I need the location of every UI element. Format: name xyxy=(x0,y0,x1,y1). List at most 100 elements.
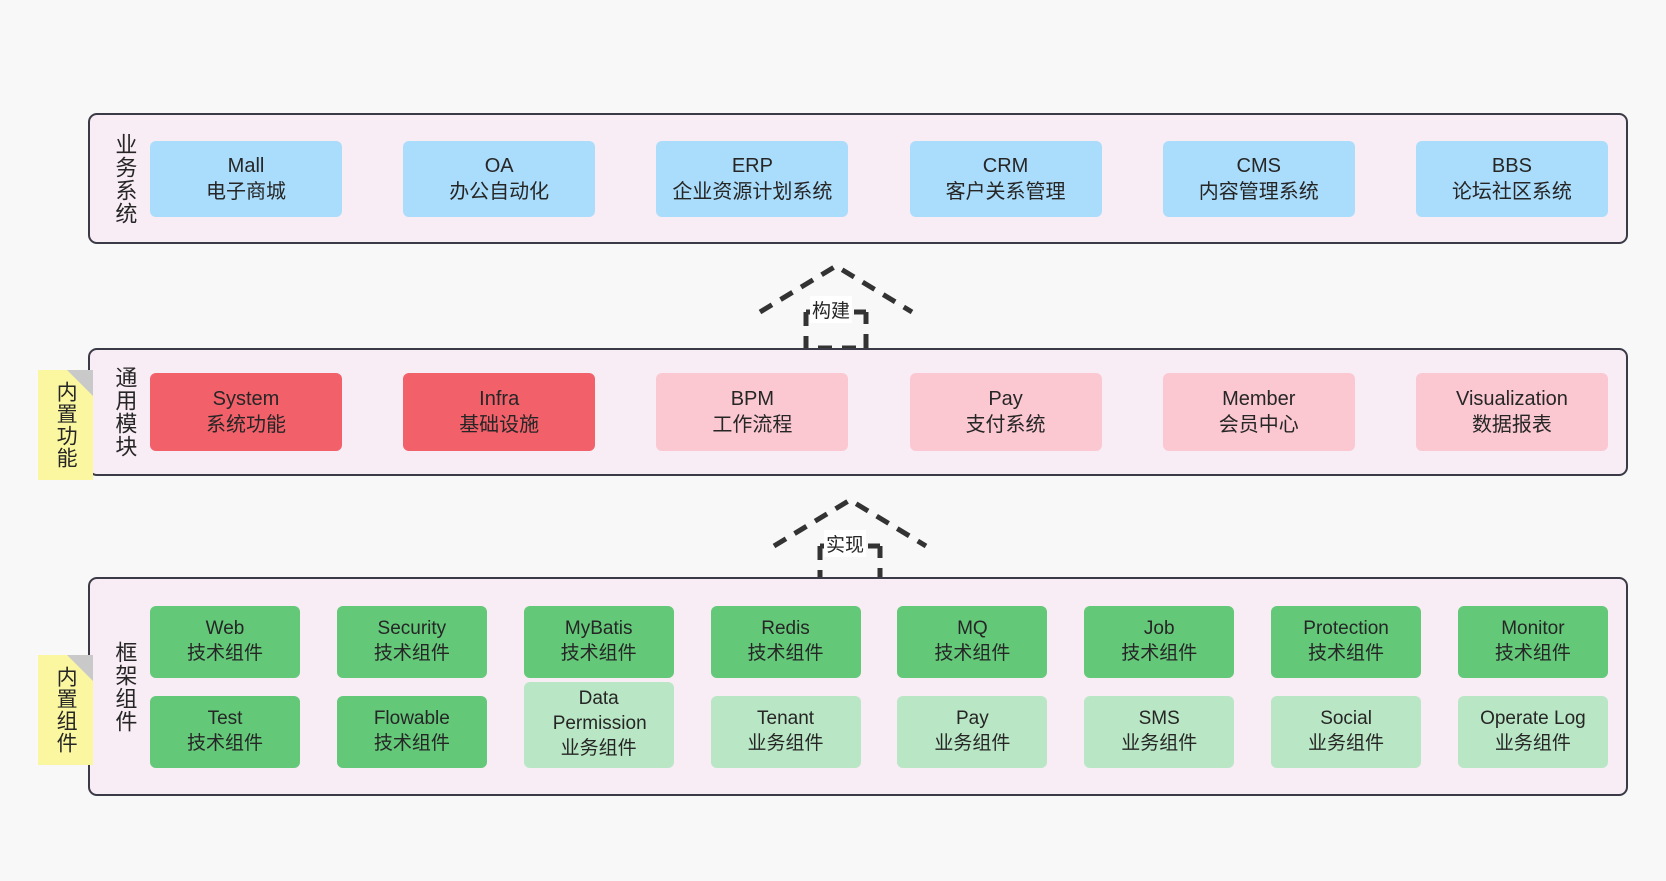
card-tenant[interactable]: Tenant 业务组件 xyxy=(710,695,861,768)
card-title: Pay xyxy=(988,388,1023,410)
card-title: MyBatis xyxy=(564,617,633,639)
card-protection[interactable]: Protection 技术组件 xyxy=(1271,605,1422,678)
card-subtitle: 基础设施 xyxy=(459,414,540,436)
card-mybatis[interactable]: MyBatis 技术组件 xyxy=(523,605,674,678)
card-subtitle: 业务组件 xyxy=(1494,732,1571,754)
card-data-permission[interactable]: Data Permission 业务组件 xyxy=(523,681,674,768)
card-subtitle: 电子商城 xyxy=(206,180,286,203)
card-social[interactable]: Social 业务组件 xyxy=(1271,695,1422,768)
card-title: CRM xyxy=(982,154,1029,177)
card-erp[interactable]: ERP 企业资源计划系统 xyxy=(656,140,849,217)
card-title: Data Permission xyxy=(552,688,647,735)
card-subtitle: 客户关系管理 xyxy=(945,180,1066,203)
card-title: OA xyxy=(484,154,514,177)
card-subtitle: 业务组件 xyxy=(747,732,824,754)
card-title: Mall xyxy=(227,154,265,177)
card-subtitle: 系统功能 xyxy=(206,414,286,436)
sticky-note-builtin-function: 内置功能 xyxy=(38,370,93,480)
card-title: Web xyxy=(205,617,245,639)
connector-build-label: 构建 xyxy=(810,296,853,323)
card-subtitle: 技术组件 xyxy=(186,642,263,664)
connector-build: 构建 xyxy=(748,258,924,354)
card-title: ERP xyxy=(731,154,773,177)
card-monitor[interactable]: Monitor 技术组件 xyxy=(1457,605,1608,678)
card-test[interactable]: Test 技术组件 xyxy=(150,695,300,768)
card-mall[interactable]: Mall 电子商城 xyxy=(150,140,342,217)
card-visualization[interactable]: Visualization 数据报表 xyxy=(1415,373,1608,451)
card-infra[interactable]: Infra 基础设施 xyxy=(403,373,596,451)
card-subtitle: 工作流程 xyxy=(712,414,793,436)
card-pay-module[interactable]: Pay 支付系统 xyxy=(909,373,1102,451)
card-subtitle: 数据报表 xyxy=(1471,414,1552,436)
card-title: Security xyxy=(377,617,447,639)
card-title: System xyxy=(212,388,280,410)
card-subtitle: 技术组件 xyxy=(1121,642,1198,664)
card-subtitle: 技术组件 xyxy=(934,642,1011,664)
card-security[interactable]: Security 技术组件 xyxy=(336,605,487,678)
panel-framework-component: 框架组件 Web 技术组件 Security 技术组件 MyBatis 技术组件… xyxy=(88,577,1628,796)
folded-corner-icon xyxy=(67,370,93,396)
card-subtitle: 业务组件 xyxy=(1308,732,1385,754)
card-title: BPM xyxy=(730,388,775,410)
card-title: MQ xyxy=(957,617,988,639)
card-title: Pay xyxy=(956,707,989,729)
card-subtitle: 技术组件 xyxy=(1494,642,1571,664)
panel-title-common-module: 通用模块 xyxy=(112,366,138,458)
card-title: Redis xyxy=(761,617,810,639)
panel-title-framework-component: 框架组件 xyxy=(112,640,138,733)
card-subtitle: 技术组件 xyxy=(747,642,824,664)
card-subtitle: 业务组件 xyxy=(934,732,1011,754)
card-mq[interactable]: MQ 技术组件 xyxy=(897,605,1048,678)
card-subtitle: 会员中心 xyxy=(1218,414,1299,436)
card-flowable[interactable]: Flowable 技术组件 xyxy=(336,695,487,768)
card-redis[interactable]: Redis 技术组件 xyxy=(710,605,861,678)
card-title: SMS xyxy=(1138,707,1180,729)
card-title: Member xyxy=(1222,388,1296,410)
card-subtitle: 内容管理系统 xyxy=(1198,180,1319,203)
card-subtitle: 论坛社区系统 xyxy=(1451,180,1572,203)
card-title: Operate Log xyxy=(1480,707,1586,729)
sticky-note-label: 内置功能 xyxy=(54,381,78,469)
card-bpm[interactable]: BPM 工作流程 xyxy=(656,373,849,451)
card-system[interactable]: System 系统功能 xyxy=(150,373,342,451)
panel-business-system: 业务系统 Mall 电子商城 OA 办公自动化 ERP 企业资源计划系统 CRM… xyxy=(88,113,1628,244)
common-module-card-list: System 系统功能 Infra 基础设施 BPM 工作流程 Pay 支付系统… xyxy=(150,350,1608,474)
card-web[interactable]: Web 技术组件 xyxy=(150,605,300,678)
connector-implement: 实现 xyxy=(762,492,938,588)
card-title: BBS xyxy=(1491,154,1532,177)
card-operate-log[interactable]: Operate Log 业务组件 xyxy=(1457,695,1608,768)
card-title: Protection xyxy=(1303,617,1389,639)
card-subtitle: 业务组件 xyxy=(1121,732,1198,754)
card-subtitle: 企业资源计划系统 xyxy=(672,180,833,203)
card-bbs[interactable]: BBS 论坛社区系统 xyxy=(1415,140,1608,217)
framework-row-1: Web 技术组件 Security 技术组件 MyBatis 技术组件 Redi… xyxy=(150,605,1608,678)
card-title: Visualization xyxy=(1455,388,1568,410)
framework-component-card-list: Web 技术组件 Security 技术组件 MyBatis 技术组件 Redi… xyxy=(150,579,1608,794)
card-title: Test xyxy=(207,707,243,729)
card-subtitle: 技术组件 xyxy=(373,732,450,754)
sticky-note-builtin-component: 内置组件 xyxy=(38,655,93,765)
card-oa[interactable]: OA 办公自动化 xyxy=(403,140,596,217)
framework-row-2: Test 技术组件 Flowable 技术组件 Data Permission … xyxy=(150,681,1608,768)
card-subtitle: 技术组件 xyxy=(1308,642,1385,664)
card-member[interactable]: Member 会员中心 xyxy=(1162,373,1355,451)
card-title: Flowable xyxy=(373,707,450,729)
card-title: Infra xyxy=(479,388,520,410)
card-title: CMS xyxy=(1236,154,1281,177)
panel-common-module: 通用模块 System 系统功能 Infra 基础设施 BPM 工作流程 Pay… xyxy=(88,348,1628,476)
card-title: Social xyxy=(1320,707,1372,729)
card-job[interactable]: Job 技术组件 xyxy=(1084,605,1235,678)
card-title: Tenant xyxy=(757,707,815,729)
card-subtitle: 支付系统 xyxy=(965,414,1046,436)
card-subtitle: 办公自动化 xyxy=(449,180,550,203)
sticky-note-label: 内置组件 xyxy=(54,666,78,754)
card-pay-component[interactable]: Pay 业务组件 xyxy=(897,695,1048,768)
card-cms[interactable]: CMS 内容管理系统 xyxy=(1162,140,1355,217)
card-sms[interactable]: SMS 业务组件 xyxy=(1084,695,1235,768)
card-subtitle: 技术组件 xyxy=(373,642,450,664)
card-crm[interactable]: CRM 客户关系管理 xyxy=(909,140,1102,217)
card-subtitle: 业务组件 xyxy=(560,737,637,759)
card-title: Monitor xyxy=(1501,617,1565,639)
folded-corner-icon xyxy=(67,655,93,681)
